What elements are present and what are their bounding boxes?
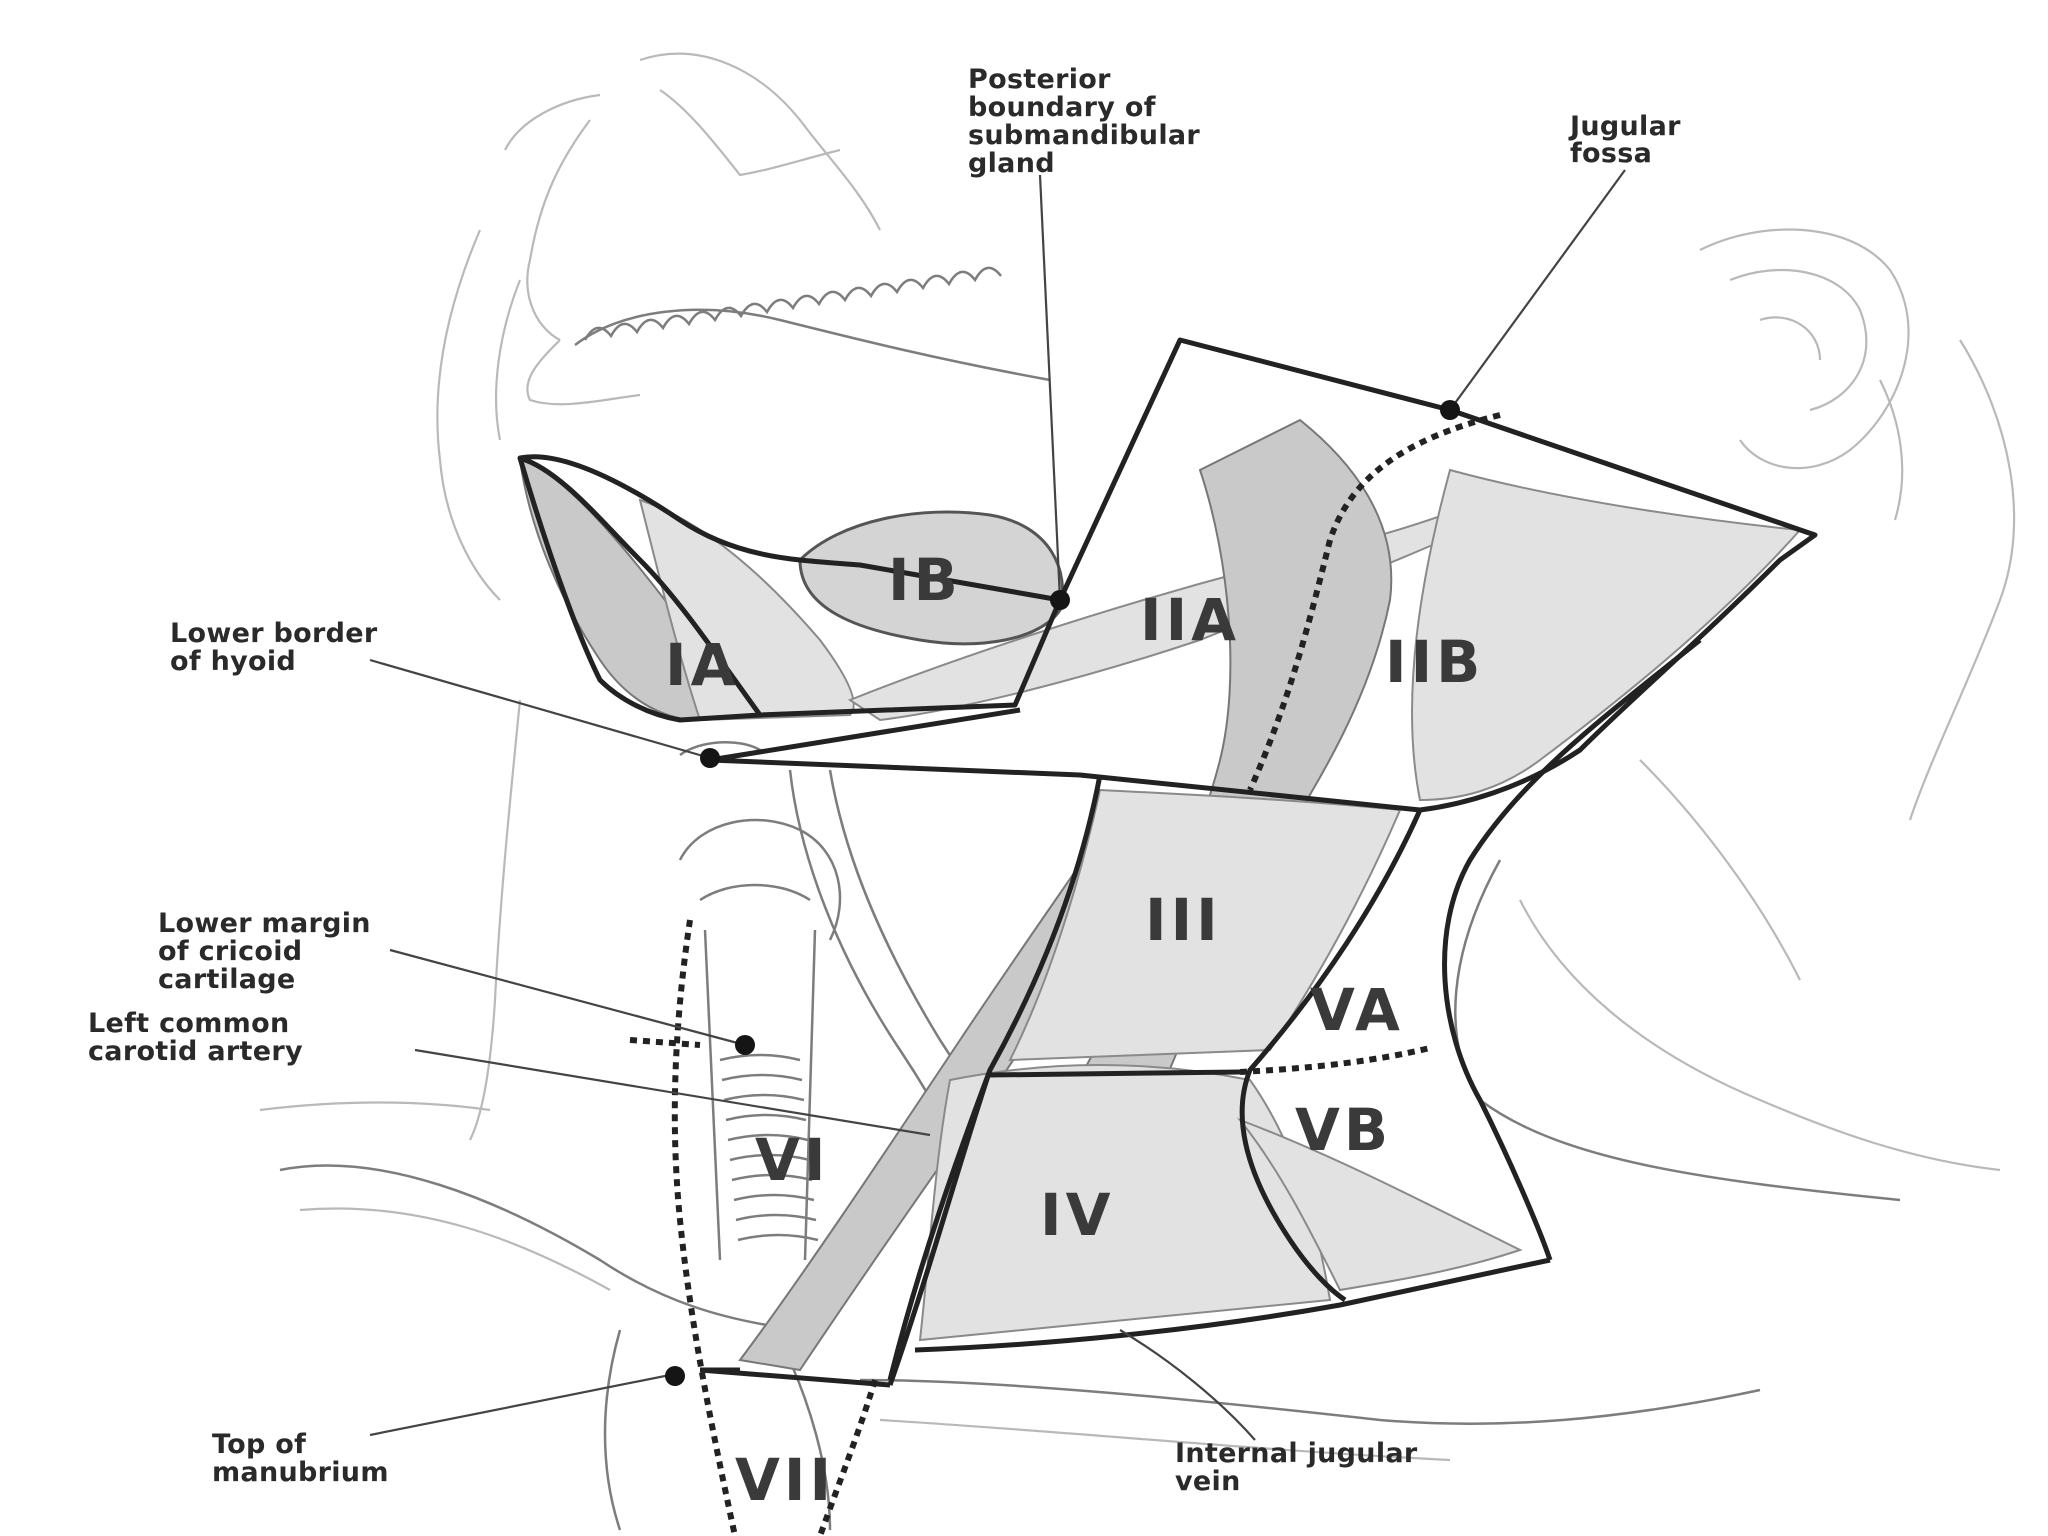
boundary-level-ia	[517, 455, 763, 723]
boundary-level-ii	[1057, 337, 1818, 813]
callout-jugular-fossa: Jugular fossa	[1568, 111, 1690, 169]
level-va-label: VA	[1310, 976, 1404, 1044]
boundary-level-vi	[699, 1367, 891, 1388]
cricoid-dashed-extension	[1239, 1045, 1431, 1075]
dot-lower-margin-cricoid	[735, 1035, 755, 1055]
dot-lower-border-hyoid	[700, 748, 720, 768]
level-vb-label: VB	[1295, 1096, 1392, 1164]
callout-top-manubrium: Top of manubrium	[212, 1429, 389, 1488]
callout-left-common-carotid: Left common carotid artery	[88, 1008, 303, 1067]
level-vi-label: VI	[755, 1126, 829, 1194]
boundary-level-ib	[519, 454, 1063, 718]
level-ib-label: IB	[888, 546, 962, 614]
callout-lower-margin-cricoid: Lower margin of cricoid cartilage	[158, 908, 381, 995]
dot-posterior-boundary-gland	[1050, 590, 1070, 610]
clavicle-line	[914, 1257, 1551, 1353]
boundary-level-vi-right	[887, 1069, 993, 1386]
leader-lines	[369, 169, 1626, 1441]
level-iib-label: IIB	[1385, 628, 1484, 696]
boundary-level-v-back	[1442, 638, 1702, 1261]
level-iii-label: III	[1145, 886, 1222, 954]
level-vii-label: VII	[735, 1446, 835, 1514]
level-ia-label: IA	[665, 631, 739, 699]
boundary-level-v-front	[1239, 808, 1423, 1303]
cricoid-left-dashed	[629, 1037, 701, 1048]
dot-jugular-fossa	[1440, 400, 1460, 420]
callout-internal-jugular: Internal jugular vein	[1175, 1438, 1427, 1497]
midline-right-dashed	[817, 1379, 878, 1536]
midline-left-dashed	[671, 919, 738, 1536]
level-iv-label: IV	[1040, 1181, 1114, 1249]
level-iia-label: IIA	[1140, 586, 1240, 654]
callout-labels: Posterior boundary of submandibular glan…	[88, 64, 1690, 1497]
cricoid-plane-line	[989, 1069, 1241, 1078]
dashed-lines	[629, 412, 1501, 1536]
landmark-dots	[665, 400, 1460, 1386]
callout-lower-border-hyoid: Lower border of hyoid	[170, 618, 387, 677]
dot-top-manubrium	[665, 1366, 685, 1386]
hyoid-plane-line	[709, 707, 1421, 813]
callout-posterior-boundary: Posterior boundary of submandibular glan…	[968, 64, 1210, 179]
level-labels: IA IB IIA IIB III IV VA VB VI VII	[665, 546, 1484, 1514]
muscle-shading	[518, 418, 1803, 1372]
level-boundaries	[517, 337, 1818, 1388]
spinal-accessory-nerve-dashed	[1247, 412, 1501, 792]
